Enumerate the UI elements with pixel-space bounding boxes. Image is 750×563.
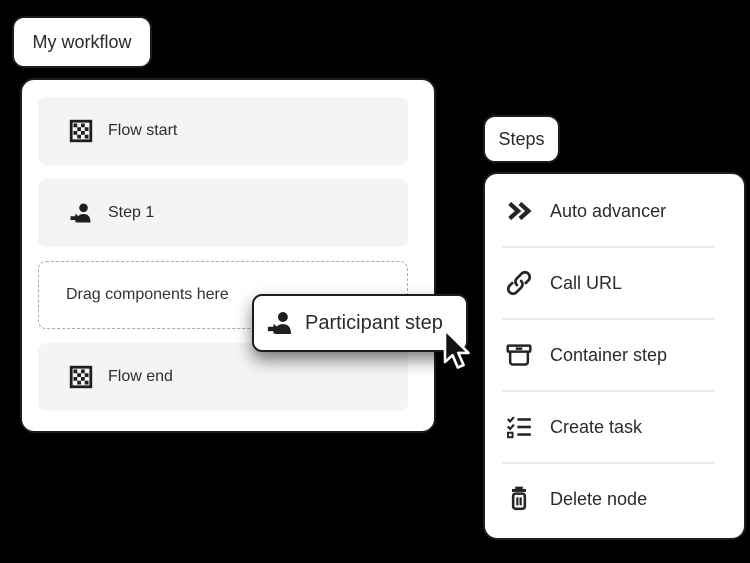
workflow-panel: Flow start Step 1 Drag components here	[20, 78, 436, 433]
participant-icon	[265, 308, 295, 338]
node-label: Flow start	[108, 122, 178, 139]
steps-panel: Auto advancer Call URL Container step	[483, 172, 746, 540]
step-item-label: Create task	[550, 416, 643, 437]
checkered-flag-icon	[68, 118, 94, 144]
node-label: Flow end	[108, 368, 173, 385]
step-item-call-url[interactable]: Call URL	[485, 248, 744, 318]
node-flow-end[interactable]: Flow end	[38, 343, 408, 411]
step-item-label: Container step	[550, 344, 668, 365]
task-checklist-icon	[505, 413, 533, 441]
container-box-icon	[505, 341, 533, 369]
workflow-tab: My workflow	[12, 16, 152, 68]
dragged-participant-step-card[interactable]: Participant step	[252, 294, 468, 352]
workflow-tab-label: My workflow	[32, 31, 132, 52]
participant-icon	[68, 200, 94, 226]
link-icon	[505, 269, 533, 297]
step-item-create-task[interactable]: Create task	[485, 392, 744, 462]
step-item-label: Delete node	[550, 488, 648, 509]
steps-tab-label: Steps	[498, 128, 545, 149]
node-label: Step 1	[108, 204, 155, 221]
divider	[502, 390, 715, 392]
checkered-flag-icon	[68, 364, 94, 390]
dragged-card-label: Participant step	[305, 311, 443, 334]
node-step-1[interactable]: Step 1	[38, 179, 408, 247]
step-item-container-step[interactable]: Container step	[485, 320, 744, 390]
steps-tab: Steps	[483, 115, 560, 163]
divider	[502, 246, 715, 248]
node-flow-start[interactable]: Flow start	[38, 97, 408, 165]
mouse-pointer-icon	[443, 328, 473, 374]
divider	[502, 462, 715, 464]
divider	[502, 318, 715, 320]
drop-zone-label: Drag components here	[66, 286, 229, 303]
step-item-auto-advancer[interactable]: Auto advancer	[485, 176, 744, 246]
double-chevron-right-icon	[505, 197, 533, 225]
step-item-delete-node[interactable]: Delete node	[485, 464, 744, 534]
step-item-label: Call URL	[550, 272, 623, 293]
step-item-label: Auto advancer	[550, 200, 667, 221]
trash-icon	[505, 485, 533, 513]
